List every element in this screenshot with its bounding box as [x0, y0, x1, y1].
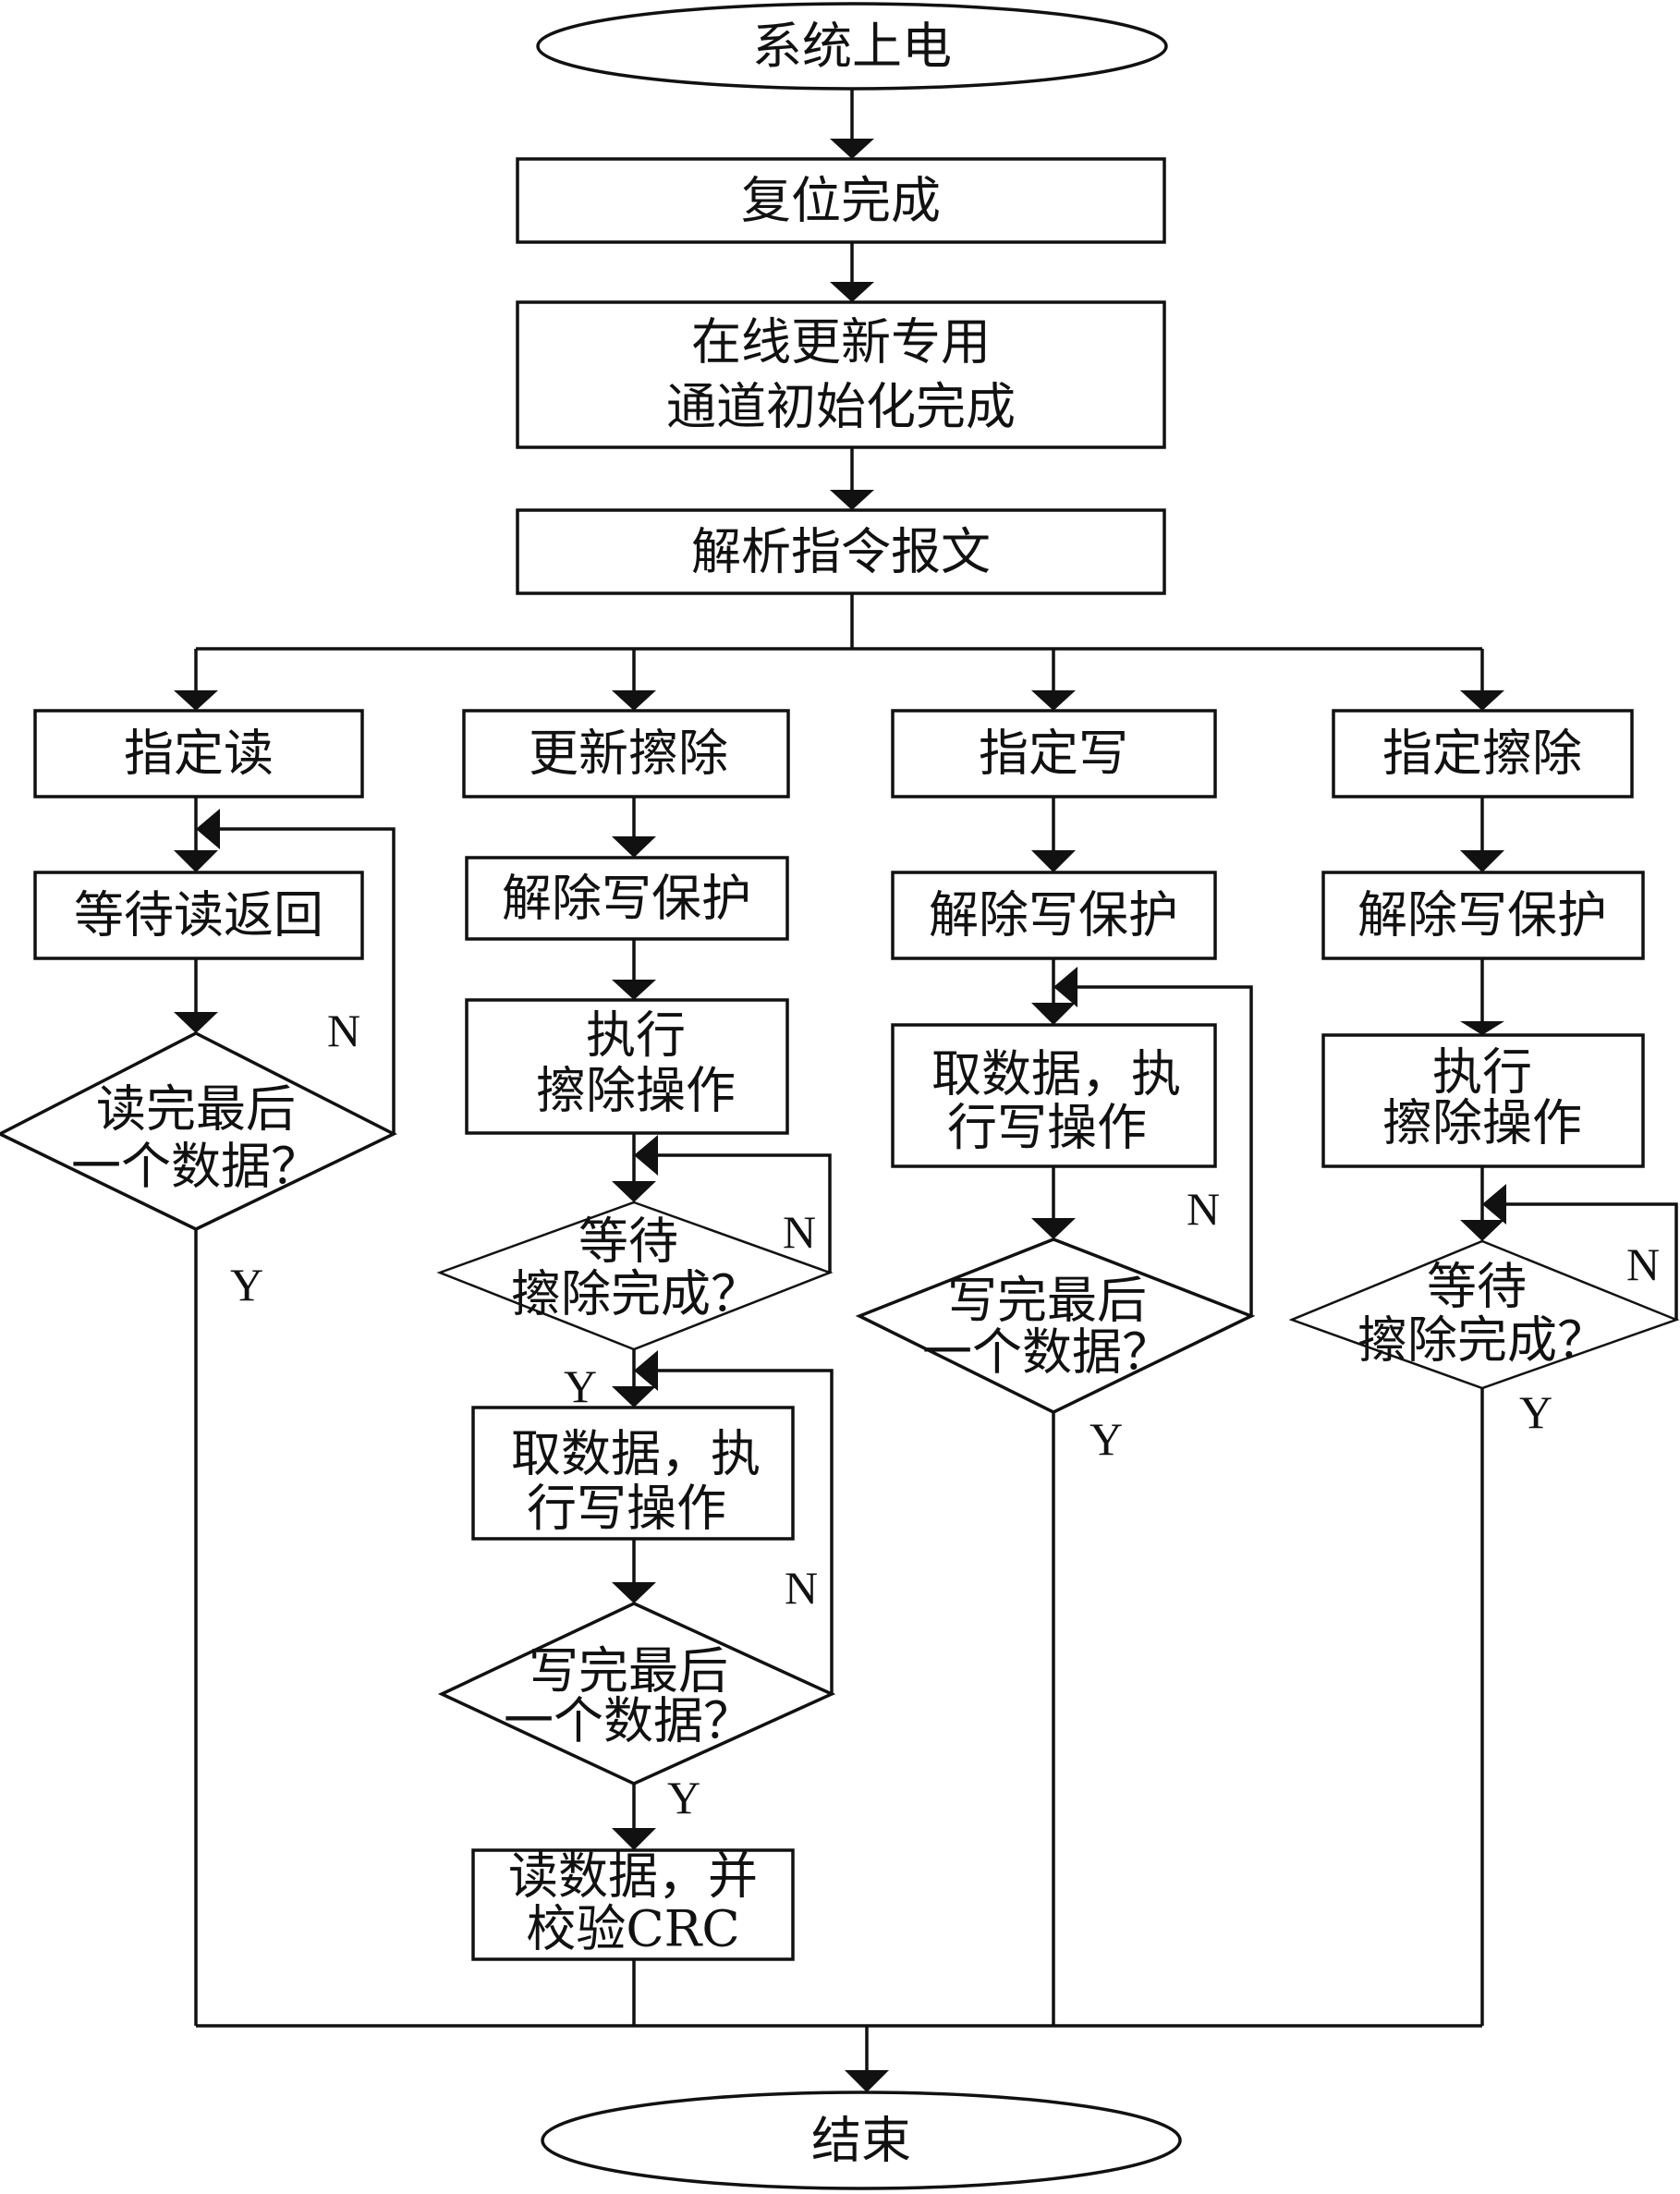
- reset-done-node: 复位完成: [516, 157, 1166, 244]
- update-erase-wait-diamond: [436, 1201, 834, 1351]
- arrowhead-down: [830, 490, 874, 510]
- arrowhead-down: [174, 1012, 218, 1033]
- arrowhead-down: [612, 690, 656, 711]
- update-erase-erase-line-2: 擦除操作: [536, 1062, 736, 1120]
- branch-write: 指定写 解除写保护 取数据，执 行写操作 写完最后 一个数据？ N Y: [855, 709, 1256, 1465]
- update-erase-verify-line-2: 校验CRC: [526, 1900, 739, 1958]
- erase-erase-line-1: 执行: [1432, 1043, 1532, 1102]
- arrowhead-down: [1031, 850, 1076, 872]
- arrowhead-left: [196, 809, 220, 849]
- arrowhead-down: [612, 1181, 656, 1202]
- arrowhead-down: [1031, 1218, 1076, 1239]
- arrowhead-down: [830, 282, 874, 302]
- channel-init-line-1: 在线更新专用: [691, 313, 991, 372]
- update-erase-verify-line-1: 读数据，并: [508, 1847, 758, 1906]
- erase-title: 指定擦除: [1382, 725, 1582, 783]
- write-decision-line-2: 一个数据？: [922, 1323, 1172, 1382]
- erase-wait-diamond: [1288, 1239, 1680, 1390]
- read-yes-label: Y: [230, 1259, 263, 1310]
- arrowhead-left: [1053, 967, 1077, 1007]
- erase-unprotect-label: 解除写保护: [1357, 886, 1607, 945]
- read-decision-line-1: 读完最后: [96, 1080, 296, 1139]
- read-decision-diamond: [0, 1031, 397, 1231]
- arrowhead-down: [1460, 1021, 1504, 1035]
- write-decision-diamond: [855, 1237, 1256, 1414]
- erase-no-label: N: [1626, 1238, 1660, 1290]
- erase-yes-label: Y: [1519, 1386, 1552, 1438]
- read-wait-label: 等待读返回: [74, 886, 323, 945]
- update-erase-unprotect-label: 解除写保护: [502, 870, 751, 928]
- parse-label: 解析指令报文: [691, 523, 991, 581]
- arrowhead-down: [1031, 1003, 1076, 1025]
- arrowhead-left: [634, 1135, 658, 1176]
- update-erase-title: 更新擦除: [529, 725, 728, 783]
- erase-wait-line-1: 等待: [1427, 1258, 1527, 1316]
- update-erase-decision-line-1: 写完最后: [529, 1642, 728, 1700]
- arrowhead-down: [1460, 850, 1504, 872]
- write-unprotect-label: 解除写保护: [929, 886, 1178, 945]
- update-erase-wait-yes-label: Y: [564, 1360, 597, 1412]
- erase-erase-line-2: 擦除操作: [1382, 1094, 1582, 1152]
- arrowhead-down: [1460, 1220, 1504, 1241]
- arrowhead-left: [1482, 1184, 1506, 1225]
- parse-node: 解析指令报文: [516, 508, 1166, 595]
- update-erase-fetch-line-2: 行写操作: [527, 1480, 726, 1538]
- arrowheads: [174, 139, 1506, 2092]
- channel-init-line-2: 通道初始化完成: [666, 378, 1016, 436]
- update-erase-wait-no-label: N: [783, 1206, 816, 1258]
- write-no-label: N: [1187, 1183, 1220, 1235]
- arrowhead-down: [612, 1828, 656, 1850]
- write-title: 指定写: [979, 725, 1128, 783]
- update-erase-erase-line-1: 执行: [586, 1006, 686, 1065]
- end-label: 结束: [811, 2112, 911, 2170]
- update-erase-decision-line-2: 一个数据？: [504, 1692, 753, 1750]
- branch-erase: 指定擦除 解除写保护 执行 擦除操作 等待 擦除完成？ N Y: [1288, 709, 1680, 1438]
- write-decision-line-1: 写完最后: [947, 1272, 1147, 1330]
- start-label: 系统上电: [752, 18, 952, 76]
- update-erase-write-decision-diamond: [437, 1602, 836, 1786]
- arrowhead-down: [174, 690, 218, 711]
- arrowhead-down: [845, 2070, 889, 2092]
- branch-update-erase: 更新擦除 解除写保护 执行 擦除操作 等待 擦除完成？ N Y 取数据，执 行写…: [436, 709, 836, 1961]
- read-title: 指定读: [124, 725, 274, 783]
- update-erase-wait-line-2: 擦除完成？: [511, 1265, 761, 1323]
- write-fetch-line-1: 取数据，执: [931, 1045, 1181, 1103]
- start-node: 系统上电: [536, 2, 1168, 91]
- channel-init-node: 在线更新专用 通道初始化完成: [516, 300, 1166, 449]
- erase-wait-line-2: 擦除完成？: [1357, 1311, 1607, 1370]
- arrowhead-left: [634, 1350, 658, 1391]
- arrowhead-down: [830, 139, 874, 159]
- arrowhead-down: [174, 850, 218, 872]
- write-yes-label: Y: [1090, 1413, 1123, 1465]
- arrowhead-down: [612, 1386, 656, 1408]
- branch-read: 指定读 等待读返回 读完最后 一个数据？ N Y: [0, 709, 397, 1310]
- arrowhead-down: [612, 1582, 656, 1603]
- update-erase-fetch-line-1: 取数据，执: [511, 1425, 761, 1483]
- write-fetch-line-2: 行写操作: [947, 1099, 1147, 1157]
- arrowhead-down: [1031, 690, 1076, 711]
- end-node: 结束: [541, 2090, 1182, 2190]
- arrowhead-down: [612, 980, 656, 1000]
- arrowhead-down: [1460, 690, 1504, 711]
- connectors: [194, 79, 1678, 2070]
- reset-done-label: 复位完成: [741, 172, 941, 230]
- update-erase-write-yes-label: Y: [667, 1772, 700, 1823]
- update-erase-wait-line-1: 等待: [578, 1213, 678, 1271]
- arrowhead-down: [612, 836, 656, 858]
- read-no-label: N: [327, 1005, 360, 1056]
- update-erase-write-no-label: N: [785, 1562, 818, 1614]
- read-decision-line-2: 一个数据？: [71, 1138, 321, 1196]
